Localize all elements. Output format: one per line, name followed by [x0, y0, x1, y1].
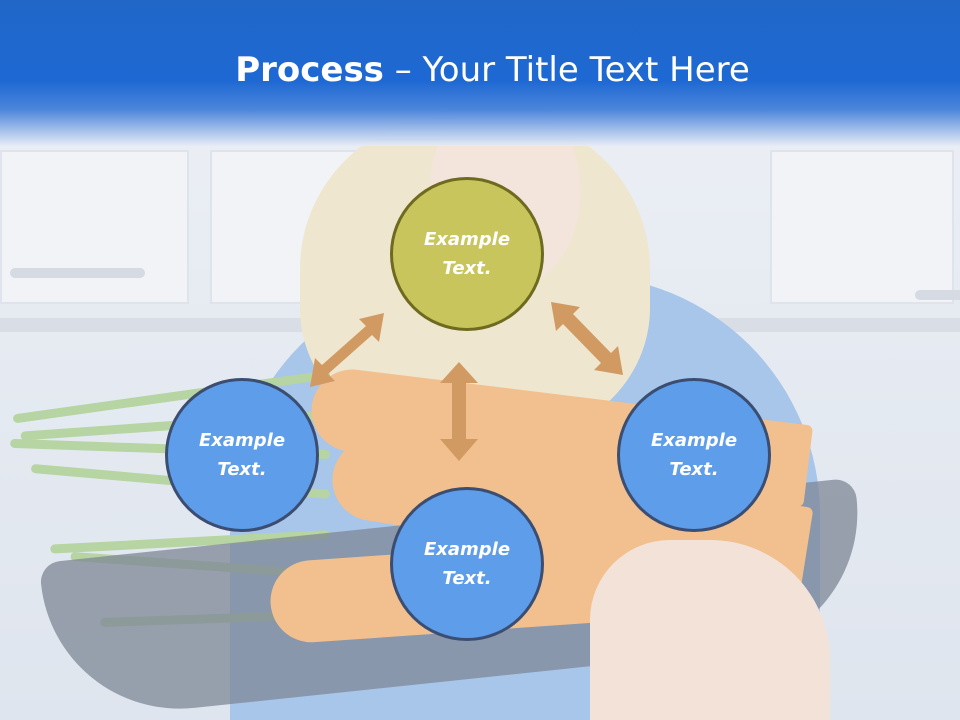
cabinet-handle [10, 268, 145, 278]
cabinet-left [0, 150, 189, 304]
slide-title: Process – Your Title Text Here [0, 50, 960, 90]
node-bottom-line2: Text. [442, 568, 492, 589]
node-bottom-line1: Example [423, 539, 511, 560]
node-center-line2: Text. [442, 258, 492, 279]
title-band: Process – Your Title Text Here [0, 0, 960, 146]
node-left-line2: Text. [217, 459, 267, 480]
node-center-line1: Example [423, 229, 511, 250]
double-arrow-vertical [440, 362, 478, 461]
double-arrow-upper-right [551, 302, 623, 375]
node-left-line1: Example [198, 430, 286, 451]
node-right-line2: Text. [669, 459, 719, 480]
double-arrow-upper-left [310, 313, 384, 387]
cabinet-right [770, 150, 954, 304]
node-right-line1: Example [650, 430, 738, 451]
slide-title-rest: – Your Title Text Here [383, 50, 750, 90]
slide-title-bold: Process [235, 50, 384, 90]
cabinet-handle [915, 290, 960, 300]
person-hand [590, 540, 830, 720]
